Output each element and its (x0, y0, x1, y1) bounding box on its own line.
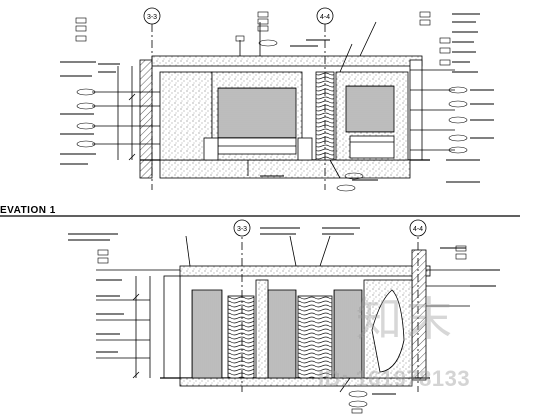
svg-text:4-4: 4-4 (413, 226, 423, 233)
grid-marker-bottom-left: 3-3 (233, 219, 251, 237)
bottom-elevation (96, 226, 470, 393)
elevation-title: EVATION 1 (0, 205, 56, 216)
svg-text:4-4: 4-4 (320, 14, 330, 21)
watermark-logo-text: 知末 (356, 292, 456, 346)
top-elevation (92, 21, 455, 190)
grid-marker-bottom-right: 4-4 (409, 219, 427, 237)
watermark-id: ID: 161978133 (318, 366, 471, 391)
grid-marker-top-left: 3-3 (143, 7, 161, 25)
top-annotation-text-lines (60, 13, 494, 183)
svg-text:3-3: 3-3 (237, 226, 247, 233)
bottom-annotation-text-lines (68, 227, 500, 395)
svg-text:3-3: 3-3 (147, 14, 157, 21)
top-annotation-tags (75, 11, 468, 192)
bottom-annotation-tags (97, 245, 467, 414)
grid-marker-top-right: 4-4 (316, 7, 334, 25)
